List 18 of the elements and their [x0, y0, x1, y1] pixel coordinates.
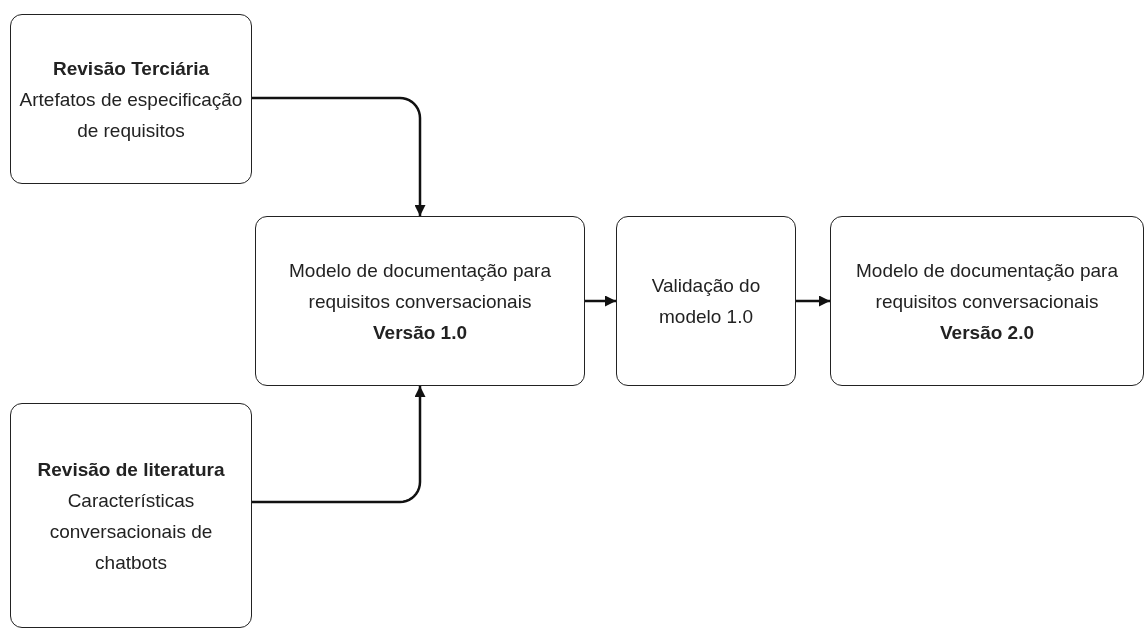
arrow — [252, 96, 426, 216]
box-text: Modelo de documentação para requisitos conversacionais — [288, 258, 552, 314]
box-text: Modelo de documentação para requisitos conversacionais — [855, 258, 1119, 314]
process-box — [255, 216, 585, 386]
process-box — [10, 14, 252, 184]
box-text: Validação do modelo 1.0 — [650, 274, 762, 329]
box-heading: Versão 1.0 — [373, 320, 467, 345]
process-box — [616, 216, 796, 386]
arrow — [252, 386, 426, 504]
process-box — [10, 403, 252, 628]
box-text: Características conversacionais de chatbots — [48, 488, 214, 575]
process-box — [830, 216, 1144, 386]
box-heading: Revisão de literatura — [37, 457, 225, 482]
box-heading: Versão 2.0 — [940, 320, 1034, 345]
box-heading: Revisão Terciária — [53, 56, 209, 81]
arrow — [796, 295, 830, 307]
arrow — [585, 295, 616, 307]
box-text: Artefatos de especificação de requisitos — [18, 87, 244, 143]
